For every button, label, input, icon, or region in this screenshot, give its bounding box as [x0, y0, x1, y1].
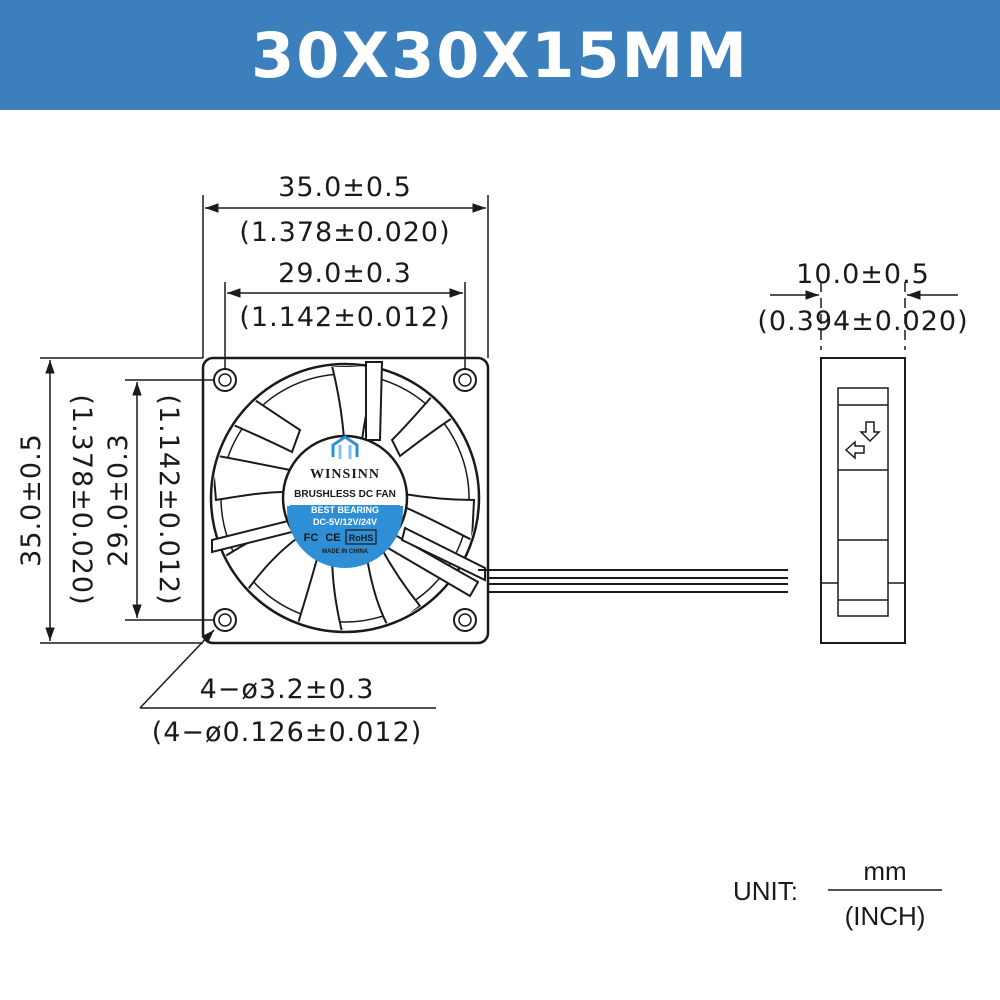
thickness-dim-inch: (0.394±0.020) [757, 306, 968, 337]
height-holes-dim-inch: (1.142±0.012) [153, 394, 184, 605]
title-banner: 30X30X15MM [0, 0, 1000, 110]
label-rohs: RoHS [349, 533, 374, 543]
fan-opening [209, 362, 481, 634]
fan-frame [201, 356, 490, 645]
height-outer-dim: 35.0±0.5 [16, 433, 47, 567]
rotation-arrow-icon [844, 440, 865, 460]
hole-diameter-dim-inch: (4−ø0.126±0.012) [152, 717, 423, 748]
thickness-dim: 10.0±0.5 [796, 259, 930, 290]
label-line1: BRUSHLESS DC FAN [294, 489, 396, 500]
brand-logo-icon [331, 435, 359, 459]
label-ce: CE [325, 532, 340, 544]
page-title: 30X30X15MM [251, 18, 749, 92]
unit-legend: UNIT: mm (INCH) [733, 856, 942, 931]
unit-denominator: (INCH) [845, 901, 926, 931]
width-outer-dim-inch: (1.378±0.020) [239, 217, 450, 248]
label-line3: DC-5V/12V/24V [313, 517, 377, 527]
width-holes-dim-inch: (1.142±0.012) [239, 302, 450, 333]
fan-side-view [820, 357, 906, 644]
label-line2: BEST BEARING [311, 505, 379, 515]
label-brand: WINSINN [310, 467, 380, 482]
width-outer-dim: 35.0±0.5 [278, 172, 412, 203]
height-holes-dim: 29.0±0.3 [103, 433, 134, 567]
unit-prefix: UNIT: [733, 876, 798, 906]
fan-hub-label: WINSINN BRUSHLESS DC FAN BEST BEARING DC… [281, 434, 409, 568]
airflow-arrow-icon [859, 421, 881, 443]
fan-cable [478, 569, 788, 593]
unit-numerator: mm [863, 856, 906, 886]
width-holes-dim: 29.0±0.3 [278, 258, 412, 289]
hole-diameter-dim: 4−ø3.2±0.3 [200, 674, 375, 705]
label-origin: MADE IN CHINA [322, 549, 369, 555]
height-outer-dim-inch: (1.378±0.020) [66, 394, 97, 605]
label-fc: FC [304, 532, 319, 544]
dimension-drawing: WINSINN BRUSHLESS DC FAN BEST BEARING DC… [16, 172, 968, 931]
